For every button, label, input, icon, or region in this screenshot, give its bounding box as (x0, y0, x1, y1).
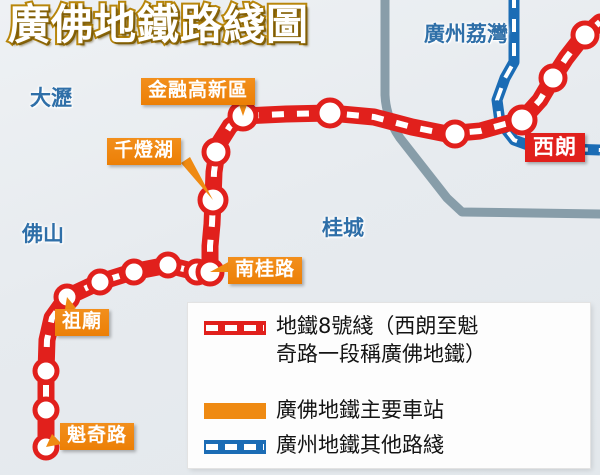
legend-panel: 地鐵8號綫（西朗至魁 奇路一段稱廣佛地鐵） 廣佛地鐵主要車站 廣州地鐵其他路綫 (188, 303, 590, 468)
legend-item-line8: 地鐵8號綫（西朗至魁 奇路一段稱廣佛地鐵） (204, 313, 486, 369)
station-dot (86, 268, 114, 296)
station-label-zumiao[interactable]: 祖廟 (55, 309, 110, 336)
station-label-qiandenghu[interactable]: 千燈湖 (107, 138, 182, 165)
station-label-jinrong-gaoxinqu[interactable]: 金融高新區 (141, 78, 256, 105)
legend-label-line8: 地鐵8號綫（西朗至魁 奇路一段稱廣佛地鐵） (276, 314, 486, 366)
region-label-foshan: 佛山 (22, 222, 64, 246)
station-label-kuiqilu[interactable]: 魁奇路 (60, 423, 135, 450)
region-label-guangzhou-liwan: 廣州荔灣 (424, 22, 508, 46)
legend-label-major-station: 廣佛地鐵主要車站 (276, 398, 444, 422)
station-label-nanguilu[interactable]: 南桂路 (228, 257, 303, 284)
legend-marker-red-dashed-line (204, 321, 266, 335)
page-title-text: 廣佛地鐵路綫圖 (6, 0, 310, 49)
station-dot (120, 258, 148, 286)
legend-item-other-lines: 廣州地鐵其他路綫 (204, 432, 444, 460)
station-dot (201, 137, 231, 167)
station-dot (570, 20, 600, 50)
station-dot (440, 119, 470, 149)
legend-label-other-lines: 廣州地鐵其他路綫 (276, 433, 444, 457)
station-dot (538, 63, 568, 93)
region-label-guicheng: 桂城 (322, 216, 364, 240)
station-dot (154, 251, 182, 279)
station-label-xilang[interactable]: 西朗 (525, 133, 585, 163)
station-dot (32, 357, 60, 385)
page-title: 廣佛地鐵路綫圖 (6, 2, 310, 48)
station-dot (32, 396, 60, 424)
legend-marker-blue-dashed-line (204, 440, 266, 454)
region-label-dali: 大瀝 (30, 86, 72, 110)
station-dot (506, 104, 538, 136)
station-dot (314, 97, 346, 129)
legend-item-major-station: 廣佛地鐵主要車站 (204, 397, 444, 425)
legend-marker-orange-block (204, 403, 266, 419)
